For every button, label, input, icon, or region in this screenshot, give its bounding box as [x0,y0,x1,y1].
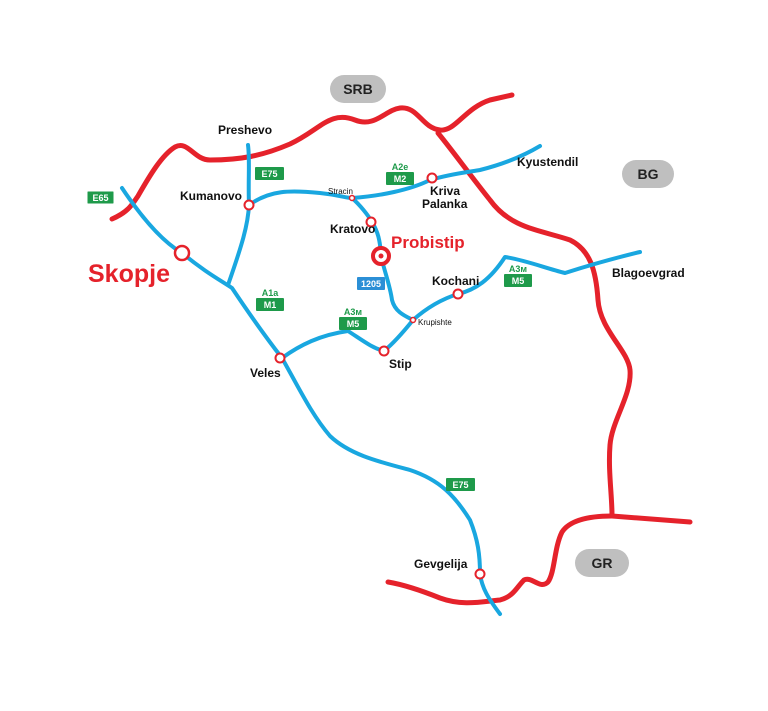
shield-m2: A2e M2 [386,162,414,185]
road-krupishte-stip [382,318,415,353]
shield-label: M5 [512,276,525,286]
marker-krupishte [409,316,417,324]
label-stracin: Stracin [328,187,353,196]
marker-skopje [173,244,191,262]
label-skopje: Skopje [88,260,170,288]
label-probistip: Probistip [391,233,465,252]
marker-probistip [371,246,391,266]
label-kyustendil: Kyustendil [517,155,578,169]
road-m5-east [411,250,642,322]
label-kochani: Kochani [432,274,479,288]
shield-label: M1 [264,300,277,310]
shield-top-label: A1a [262,288,280,298]
label-kumanovo: Kumanovo [180,189,242,203]
country-srb: SRB [330,75,386,103]
city-markers [173,172,486,580]
country-label-srb: SRB [343,81,373,97]
country-pill [575,549,629,577]
shield-1205: 1205 [357,277,385,290]
border-east [435,130,633,518]
country-label-bg: BG [638,166,659,182]
country-pill [622,160,674,188]
shield-e75-north: E75 [255,167,284,180]
label-kriva-palanka-2: Palanka [422,197,468,211]
shield-m5-west: A3м M5 [339,307,367,330]
road-1205 [379,254,415,322]
shield-e75-south: E75 [446,478,475,491]
marker-gevgelija [474,568,486,580]
shield-m5-east: A3м M5 [504,264,532,287]
shield-label: 1205 [361,279,381,289]
marker-stracin [348,194,356,202]
label-preshevo: Preshevo [218,123,272,137]
shield-label: E75 [452,480,468,490]
road-e75-main [180,251,502,616]
road-e65 [120,186,184,255]
road-kumanovo-preshevo [246,143,251,207]
border-lines [109,92,693,606]
label-kriva-palanka-1: Kriva [430,184,460,198]
country-pill [330,75,386,103]
road-lines [120,143,642,616]
shield-label: E75 [261,169,277,179]
shield-label: M5 [347,319,360,329]
road-m2 [247,144,542,207]
label-stip: Stip [389,357,412,371]
shield-e65: E65 [86,190,115,205]
road-kumanovo-veles [226,203,251,287]
marker-kumanovo [243,199,255,211]
label-gevgelija: Gevgelija [414,557,468,571]
label-kratovo: Kratovo [330,222,375,236]
shield-m1: A1a M1 [256,288,284,311]
border-north-west [109,92,515,222]
country-bg: BG [622,160,674,188]
country-gr: GR [575,549,629,577]
shield-top-label: A3м [344,307,363,317]
border-south [385,513,615,606]
marker-kriva-palanka [426,172,438,184]
marker-kratovo [365,216,377,228]
shield-label: M2 [394,174,407,184]
country-label-gr: GR [592,555,613,571]
shield-top-label: A3м [509,264,528,274]
label-krupishte: Krupishte [418,318,452,327]
marker-veles [274,352,286,364]
marker-kochani [452,288,464,300]
label-veles: Veles [250,366,281,380]
label-blagoevgrad: Blagoevgrad [612,266,685,280]
road-m5-west [280,329,386,360]
border-bg-gr [609,513,693,525]
marker-stip [378,345,390,357]
shield-top-label: A2e [392,162,409,172]
shield-label: E65 [92,193,108,203]
